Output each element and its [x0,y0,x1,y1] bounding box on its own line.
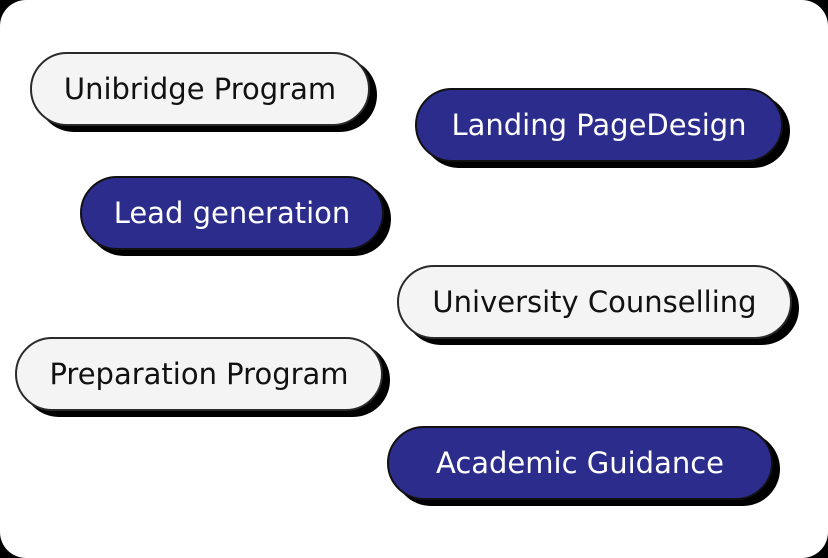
tag-unibridge-program[interactable]: Unibridge Program [30,52,370,126]
tag-lead-generation[interactable]: Lead generation [80,176,384,250]
tag-university-counselling[interactable]: University Counselling [397,265,792,339]
tag-preparation-program[interactable]: Preparation Program [15,337,383,411]
tag-label: Landing PageDesign [451,108,747,142]
tag-label: University Counselling [432,285,757,319]
tag-label: Lead generation [113,196,351,230]
tag-label: Academic Guidance [435,446,725,480]
tag-academic-guidance[interactable]: Academic Guidance [387,426,773,500]
tag-label: Unibridge Program [63,72,337,106]
tag-label: Preparation Program [49,357,349,391]
tag-landing-page-design[interactable]: Landing PageDesign [415,88,783,162]
